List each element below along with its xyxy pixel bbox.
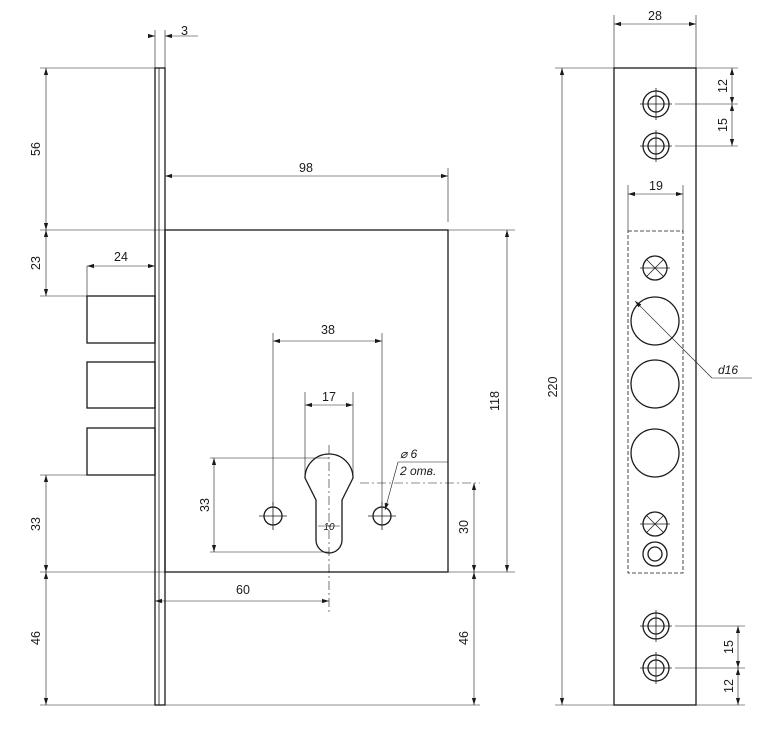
dim-cylinder-width: 17: [322, 390, 336, 404]
screw-top: [640, 255, 670, 281]
dim-top-hole-spacing: 15: [716, 118, 730, 132]
dim-slot-width: 10: [323, 522, 335, 533]
dim-plate-width: 28: [648, 9, 662, 23]
dim-bottom-hole-spacing: 15: [722, 640, 736, 654]
hole-count-label: 2 отв.: [399, 464, 436, 478]
dim-bottom-hole-offset: 12: [722, 679, 736, 693]
bolt-1: [86, 295, 156, 344]
bolt-cutout-dashed: [627, 230, 684, 574]
top-hole-2: [640, 130, 672, 162]
dim-bolt-projection: 24: [114, 250, 128, 264]
dim-cylinder-height: 33: [198, 498, 212, 512]
dim-plate-thickness: 3: [181, 24, 188, 38]
dim-case-height: 118: [488, 391, 502, 411]
screw-bottom: [640, 511, 670, 537]
side-view: d16 28 220 12 15 19 15 12: [546, 9, 752, 706]
dim-hole-spacing: 38: [321, 323, 335, 337]
bolt-circle-3: [630, 428, 680, 478]
top-hole-1: [640, 88, 672, 120]
dim-bottom-extension-left: 46: [29, 631, 43, 645]
dim-total-height: 220: [546, 377, 560, 398]
cutout-hole: [642, 541, 668, 567]
bolt-3: [86, 427, 156, 476]
dim-top-hole-offset: 12: [716, 79, 730, 93]
bolt-circle-1: [630, 296, 680, 346]
bolt-circle-2: [630, 359, 680, 409]
bolt-diameter-leader: [634, 300, 713, 379]
dim-bolt-top-offset: 23: [29, 256, 43, 270]
bolt-diameter-label: d16: [718, 363, 738, 377]
bolt-2: [86, 361, 156, 409]
bottom-hole-1: [640, 610, 672, 642]
dim-bottom-extension-right: 46: [457, 631, 471, 645]
faceplate-outline: [154, 67, 166, 706]
dim-case-width: 98: [299, 161, 313, 175]
dim-cutout-width: 19: [649, 179, 663, 193]
dim-backset: 60: [236, 583, 250, 597]
dim-lower-step: 33: [29, 517, 43, 531]
side-plate-outline: [613, 67, 697, 706]
dim-cylinder-bottom: 30: [457, 520, 471, 534]
front-view: 3 56 98 23 24 38 17 33 ⌀ 6 2 отв. 10 118…: [29, 24, 515, 706]
dim-top-offset: 56: [29, 142, 43, 156]
hole-diameter-label: ⌀ 6: [400, 447, 418, 461]
lock-case-outline: [164, 229, 449, 573]
hole-callout-leader: [384, 461, 399, 511]
bottom-hole-2: [640, 652, 672, 684]
